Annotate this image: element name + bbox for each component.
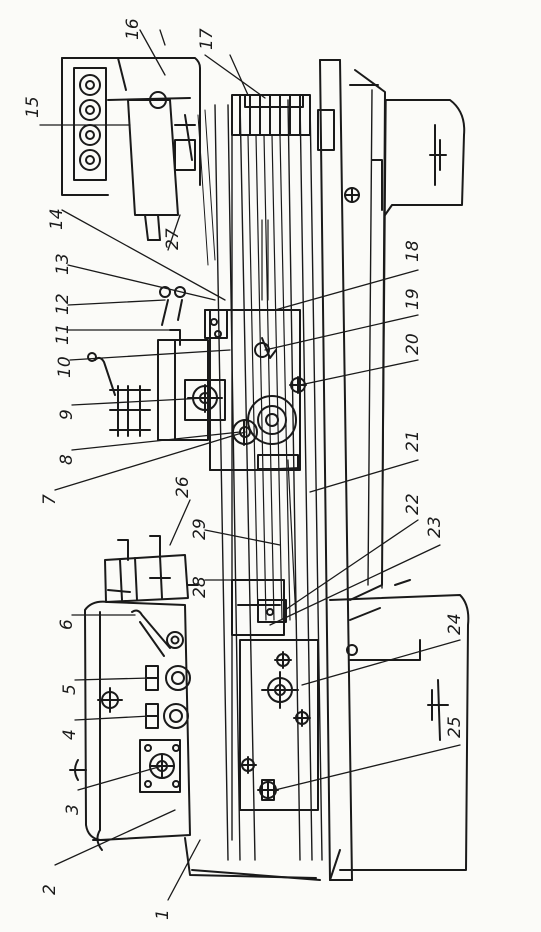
headstock <box>69 589 321 881</box>
callout-29: 29 <box>190 518 210 540</box>
callout-25: 25 <box>445 716 465 738</box>
callout-11: 11 <box>53 323 73 345</box>
callout-26: 26 <box>173 476 193 498</box>
callout-22: 22 <box>403 493 423 515</box>
bed-rail <box>367 89 387 589</box>
callout-7: 7 <box>40 494 60 505</box>
callout-8: 8 <box>57 454 77 465</box>
callout-20: 20 <box>403 333 423 355</box>
callout-23: 23 <box>425 516 445 538</box>
lathe-bed <box>319 59 386 881</box>
apron <box>204 309 307 471</box>
leader-lines <box>39 29 461 901</box>
callout-10: 10 <box>55 356 75 378</box>
tool-post <box>87 286 226 441</box>
saddle-bottom <box>231 579 319 811</box>
callout-4: 4 <box>60 729 80 740</box>
callout-5: 5 <box>60 684 80 695</box>
callout-27: 27 <box>163 228 183 250</box>
callout-19: 19 <box>403 288 423 310</box>
callout-13: 13 <box>53 253 73 275</box>
callout-15: 15 <box>23 96 43 118</box>
right-cabinet <box>344 99 466 216</box>
bed-ways <box>214 99 323 861</box>
callout-16: 16 <box>123 18 143 40</box>
callout-14: 14 <box>47 208 67 230</box>
callout-6: 6 <box>57 619 77 630</box>
bed-slot <box>197 109 216 266</box>
callout-1: 1 <box>153 909 173 920</box>
chuck <box>104 535 199 603</box>
left-cabinet <box>329 579 470 871</box>
callout-3: 3 <box>63 804 83 815</box>
tailstock <box>231 94 335 151</box>
upper-turret <box>61 57 201 241</box>
callout-24: 24 <box>445 613 465 635</box>
callout-numbers: 1 2 3 4 5 6 7 8 9 10 11 12 13 14 15 16 1… <box>23 18 465 920</box>
callout-2: 2 <box>40 884 60 895</box>
callout-12: 12 <box>53 293 73 315</box>
lead-screw <box>247 134 297 621</box>
callout-17: 17 <box>197 28 217 50</box>
callout-18: 18 <box>403 240 423 262</box>
callout-28: 28 <box>190 576 210 598</box>
callout-9: 9 <box>57 409 77 420</box>
callout-21: 21 <box>403 430 423 452</box>
